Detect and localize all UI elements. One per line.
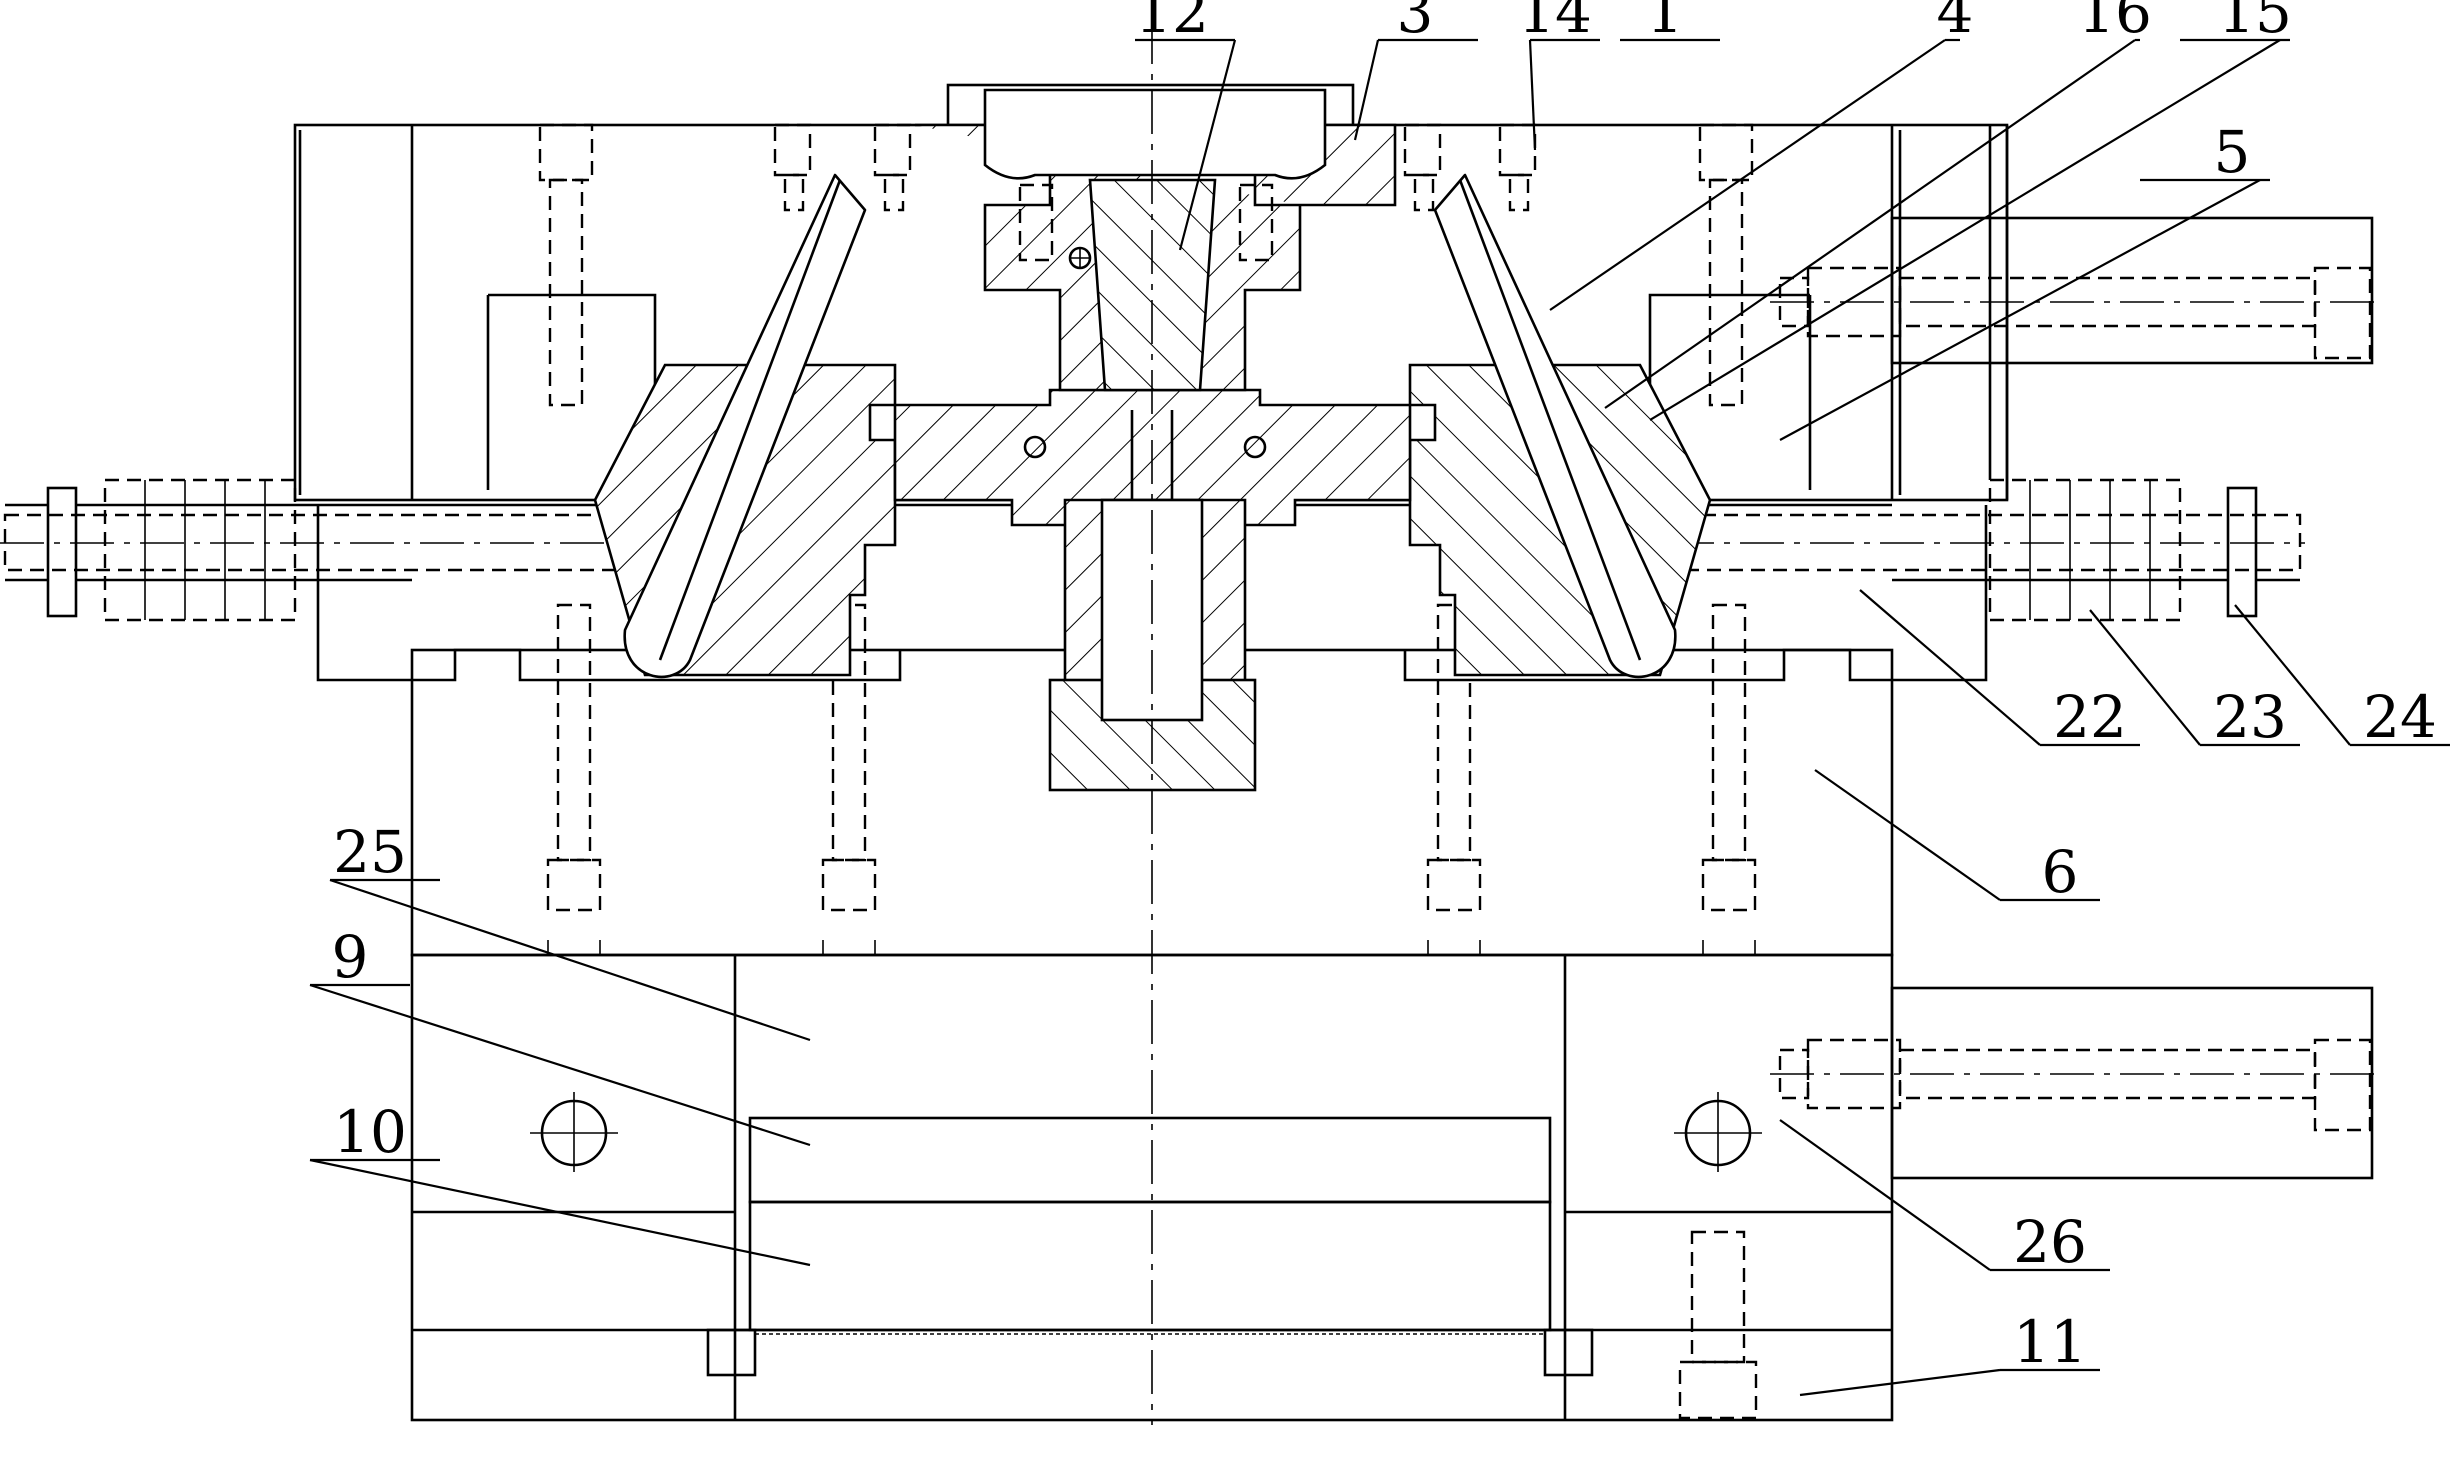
hydraulic-cylinder-lower (1770, 986, 2380, 1180)
angled-pin-left (623, 173, 867, 678)
core-screws (546, 603, 1757, 955)
angled-pin-right (1433, 173, 1677, 678)
part-label-16: 16 (2078, 0, 2152, 46)
part-label-25: 25 (333, 818, 407, 886)
part-label-14: 14 (1518, 0, 1592, 46)
hydraulic-cylinder-upper (1770, 216, 2380, 365)
part-label-3: 3 (1397, 0, 1434, 46)
part-label-12: 12 (1135, 0, 1209, 46)
part-label-24: 24 (2363, 683, 2437, 751)
part-label-1: 1 (1647, 0, 1684, 46)
part-label-10: 10 (333, 1098, 407, 1166)
ejector-retainer-plate (748, 1116, 1552, 1204)
part-label-11: 11 (2013, 1308, 2087, 1376)
part-label-15: 15 (2218, 0, 2292, 46)
part-label-22: 22 (2053, 683, 2127, 751)
ejector-plate (748, 1200, 1552, 1332)
part-label-9: 9 (332, 923, 369, 991)
side-limit-rod-right (1670, 478, 2305, 622)
part-label-5: 5 (2214, 118, 2251, 186)
part-label-4: 4 (1937, 0, 1974, 46)
part-labels: 12 3 14 1 4 16 15 5 22 23 24 6 25 9 10 2… (332, 0, 2437, 1376)
part-label-23: 23 (2213, 683, 2287, 751)
part-label-26: 26 (2013, 1208, 2087, 1276)
part-label-6: 6 (2042, 838, 2079, 906)
top-sprue-assembly (773, 83, 1537, 392)
leader-lines (309, 38, 2450, 1397)
